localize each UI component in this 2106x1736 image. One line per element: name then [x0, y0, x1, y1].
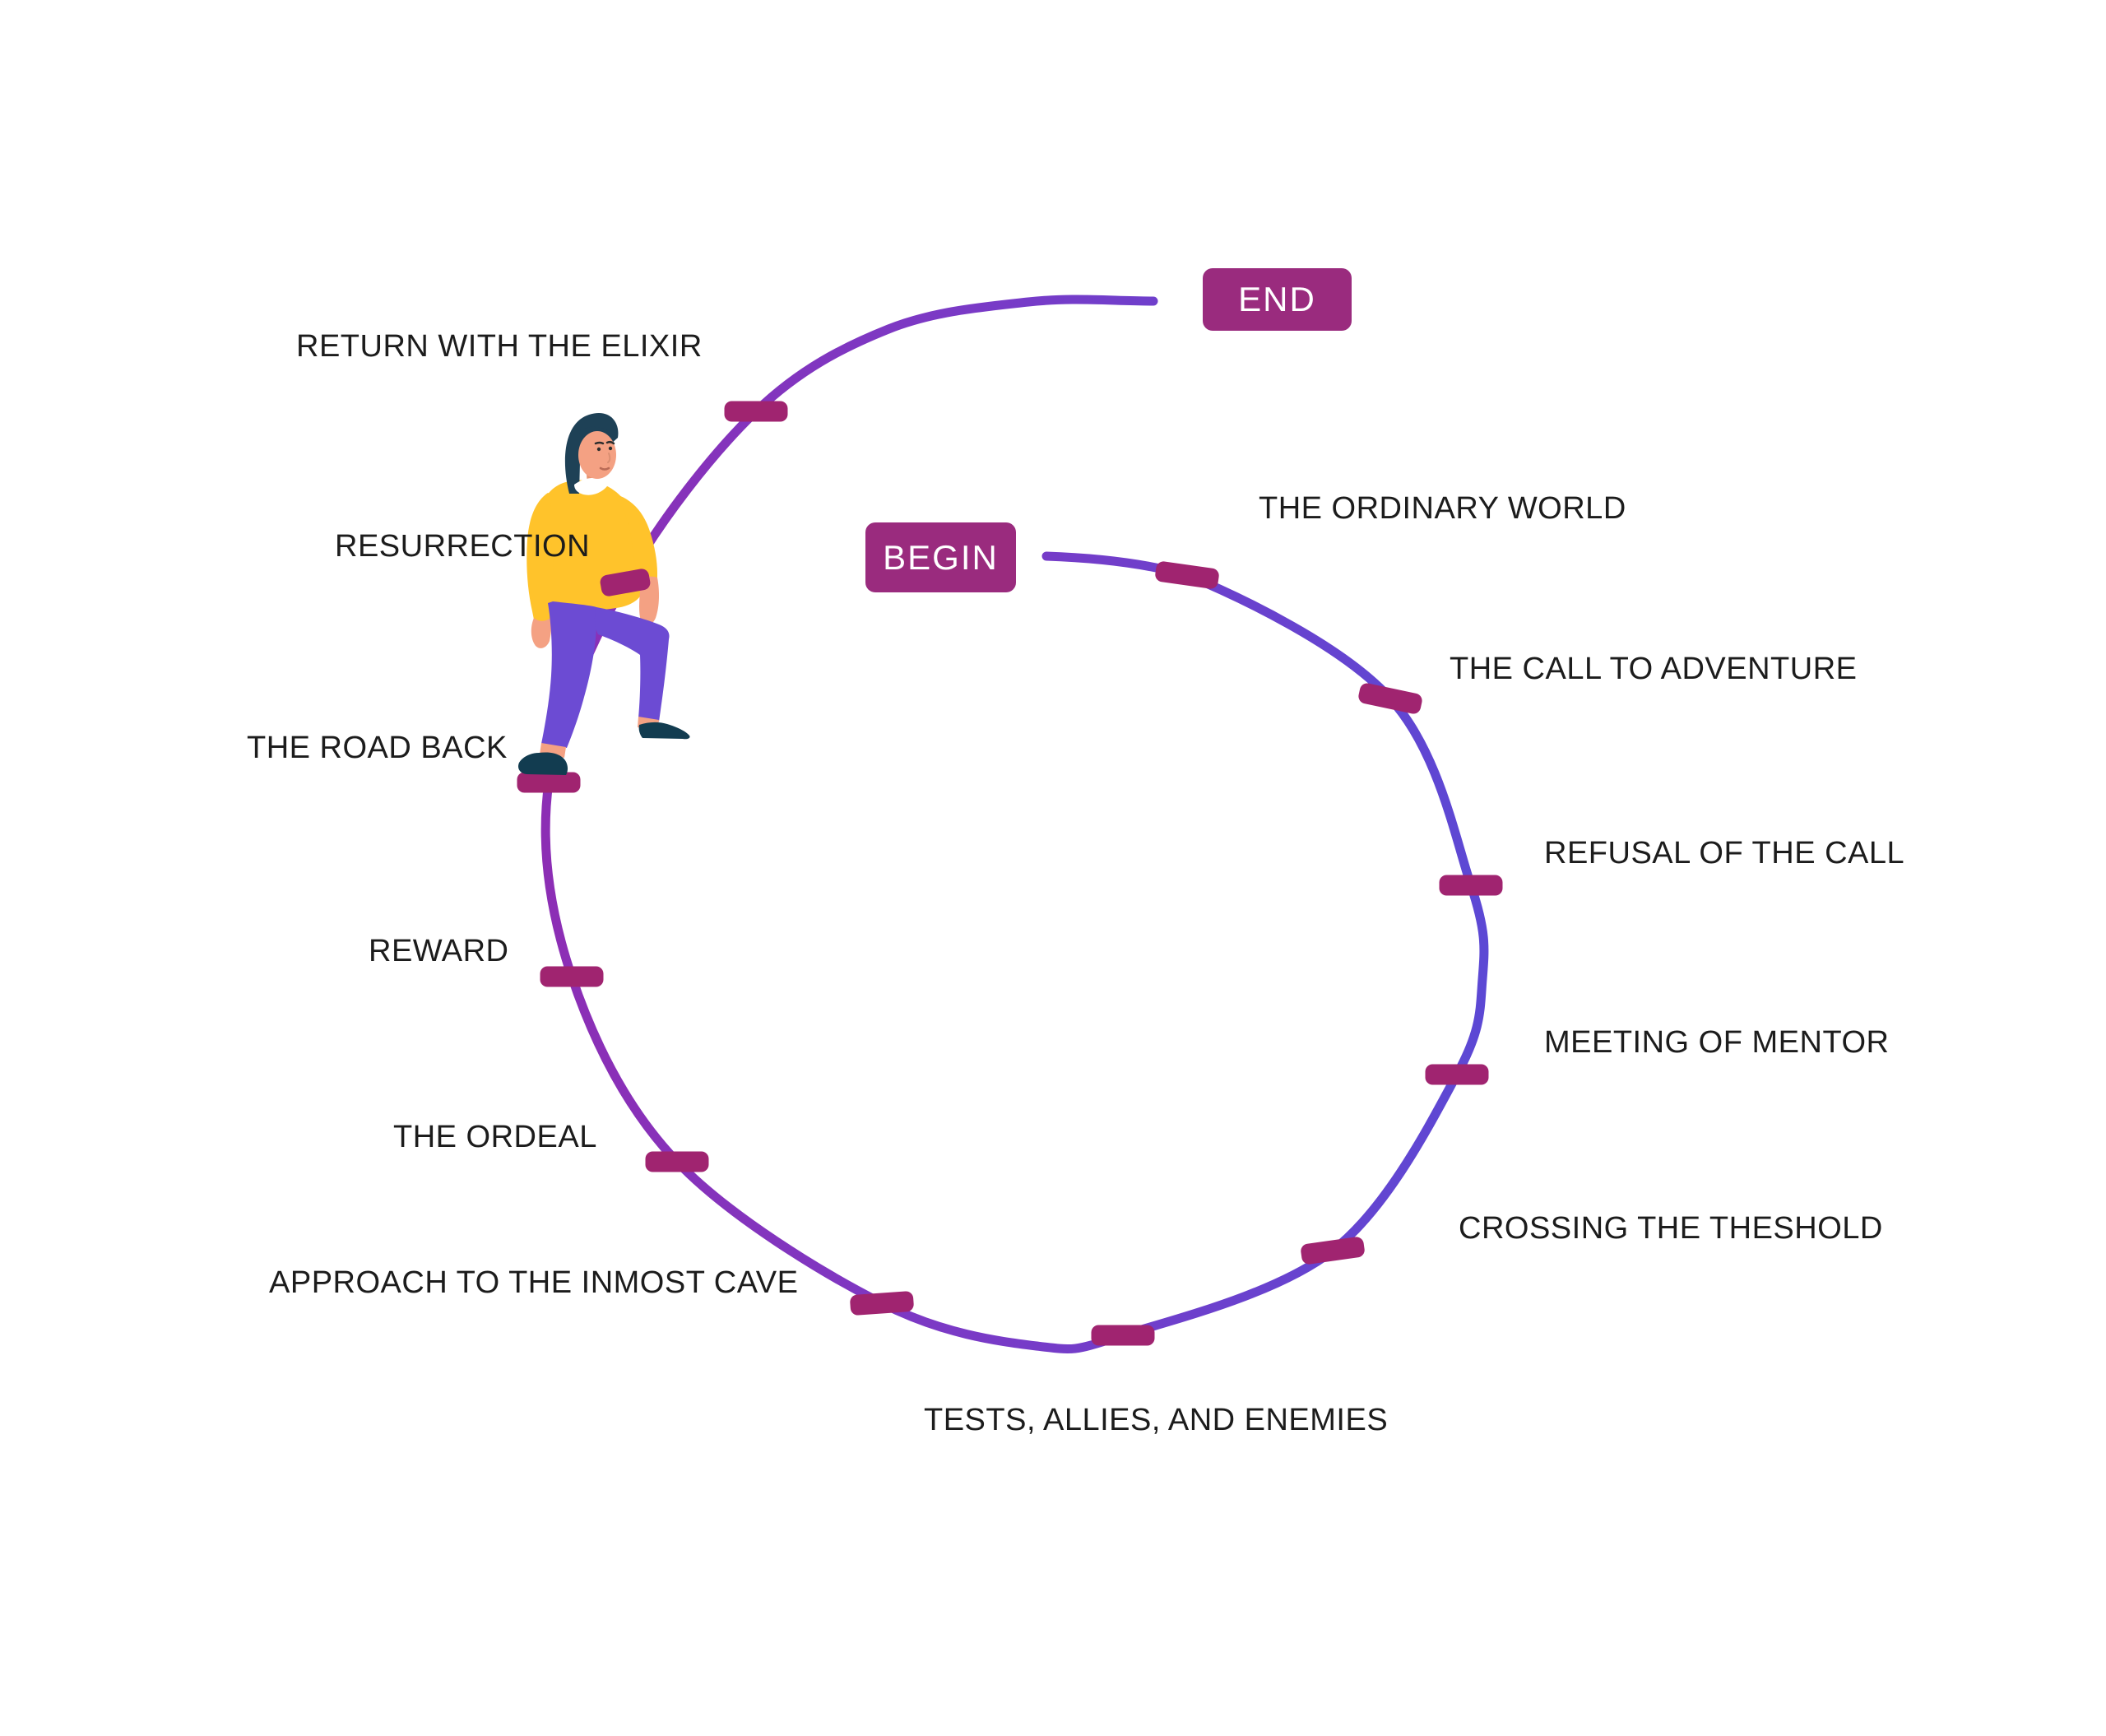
- end-badge: END: [1203, 268, 1352, 331]
- stage-label-refusal-of-the-call: REFUSAL OF THE CALL: [1544, 836, 1905, 870]
- man-left-shoe: [518, 752, 568, 775]
- stage-tick-the-ordeal: [645, 1151, 709, 1172]
- man-collar: [574, 477, 610, 495]
- man-right-leg: [594, 607, 670, 722]
- stage-tick-reward: [540, 966, 604, 987]
- man-face: [578, 431, 616, 479]
- man-right-sleeve: [615, 495, 657, 585]
- man-left-sleeve: [526, 493, 554, 624]
- stage-label-tests-allies-enemies: TESTS, ALLIES, AND ENEMIES: [924, 1403, 1389, 1437]
- man-eye-left: [596, 447, 601, 452]
- stage-tick-crossing-the-theshold: [1301, 1237, 1365, 1265]
- man-left-hand: [531, 618, 552, 648]
- stage-ticks: [517, 401, 1503, 1346]
- stage-label-approach-inmost-cave: APPROACH TO THE INMOST CAVE: [269, 1265, 799, 1300]
- man-nose: [607, 453, 611, 463]
- stage-tick-resurrection: [600, 569, 651, 596]
- man-mouth: [599, 466, 610, 471]
- stage-label-resurrection: RESURRECTION: [335, 529, 591, 564]
- stage-label-the-ordeal: THE ORDEAL: [393, 1120, 597, 1154]
- stage-tick-tests-allies-enemies: [1091, 1325, 1155, 1346]
- stage-tick-meeting-of-mentor: [1425, 1064, 1489, 1085]
- begin-badge-label: BEGIN: [883, 537, 999, 577]
- stage-label-return-with-elixir: RETURN WITH THE ELIXIR: [296, 329, 703, 364]
- begin-badge: BEGIN: [865, 522, 1016, 592]
- stage-label-meeting-of-mentor: MEETING OF MENTOR: [1544, 1025, 1890, 1060]
- stage-label-ordinary-world: THE ORDINARY WORLD: [1259, 491, 1626, 526]
- man-hair-fringe: [579, 415, 618, 438]
- stage-tick-the-road-back: [517, 772, 581, 793]
- stage-label-crossing-the-theshold: CROSSING THE THESHOLD: [1459, 1211, 1883, 1246]
- man-left-leg: [541, 601, 597, 748]
- stage-tick-return-with-elixir: [724, 401, 788, 422]
- end-badge-label: END: [1238, 280, 1316, 318]
- stage-label-call-to-adventure: THE CALL TO ADVENTURE: [1450, 652, 1858, 686]
- stage-tick-ordinary-world: [1155, 561, 1219, 589]
- man-right-shoe: [638, 722, 690, 740]
- journey-spiral-path: [540, 295, 1489, 1354]
- man-eyebrows: [594, 440, 615, 445]
- man-eye-right: [608, 446, 613, 451]
- stage-label-the-road-back: THE ROAD BACK: [247, 731, 508, 765]
- stage-tick-call-to-adventure: [1358, 683, 1422, 714]
- stage-tick-refusal-of-the-call: [1439, 875, 1503, 896]
- stage-label-reward: REWARD: [369, 934, 509, 968]
- stage-tick-approach-inmost-cave: [850, 1291, 914, 1316]
